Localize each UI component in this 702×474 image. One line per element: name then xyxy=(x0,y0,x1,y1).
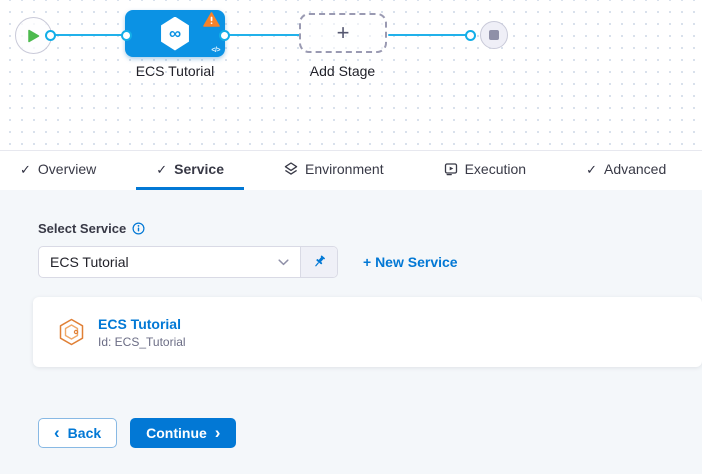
add-stage-label: Add Stage xyxy=(309,63,376,79)
service-select[interactable]: ECS Tutorial xyxy=(39,247,300,277)
service-card-text: ECS Tutorial Id: ECS_Tutorial xyxy=(98,316,186,349)
port-start-out[interactable] xyxy=(44,29,56,41)
new-service-link[interactable]: + New Service xyxy=(363,254,458,270)
tab-label: Advanced xyxy=(603,161,667,177)
tab-overview[interactable]: ✓ Overview xyxy=(0,151,116,190)
warning-icon[interactable] xyxy=(203,12,220,32)
port-stage-in[interactable] xyxy=(120,29,132,41)
stop-icon xyxy=(489,30,499,40)
info-icon[interactable] xyxy=(132,222,145,235)
port-end-in[interactable] xyxy=(464,29,476,41)
select-service-row: ECS Tutorial + New Service xyxy=(38,246,458,278)
pipeline-edge xyxy=(50,33,127,36)
check-icon: ✓ xyxy=(156,161,168,177)
check-icon: ✓ xyxy=(586,161,597,177)
footer-buttons: ‹ Back Continue › xyxy=(38,418,237,448)
add-stage-button[interactable]: + xyxy=(299,13,387,53)
service-card[interactable]: ECS Tutorial Id: ECS_Tutorial xyxy=(33,297,702,367)
code-icon[interactable]: </> xyxy=(211,47,220,54)
service-select-group: ECS Tutorial xyxy=(38,246,338,278)
chevron-left-icon: ‹ xyxy=(54,422,60,442)
execution-play-icon xyxy=(444,163,457,176)
tab-label: Overview xyxy=(37,161,97,177)
back-button[interactable]: ‹ Back xyxy=(38,418,118,448)
service-card-title: ECS Tutorial xyxy=(98,315,181,332)
service-card-id: Id: ECS_Tutorial xyxy=(98,334,186,349)
select-service-label: Select Service xyxy=(38,221,145,236)
continue-button-label: Continue xyxy=(146,425,207,441)
stage-tabbar: ✓ Overview ✓ Service Environment Executi… xyxy=(0,150,702,190)
pipeline-edge xyxy=(388,33,471,36)
tab-advanced[interactable]: ✓ Advanced xyxy=(566,151,686,190)
tab-label: Environment xyxy=(305,161,384,177)
back-button-label: Back xyxy=(67,425,102,441)
service-panel: Select Service ECS Tutorial xyxy=(0,190,702,474)
play-icon xyxy=(28,29,40,42)
port-stage-out[interactable] xyxy=(218,29,230,41)
check-icon: ✓ xyxy=(20,161,31,177)
pipeline-end-node[interactable] xyxy=(480,21,508,49)
tab-environment[interactable]: Environment xyxy=(264,151,404,190)
stage-node-ecs-tutorial[interactable]: ∞ </> xyxy=(125,10,225,57)
chevron-right-icon: › xyxy=(214,422,221,442)
stage-label: ECS Tutorial xyxy=(135,63,215,79)
pipeline-edge xyxy=(224,33,301,36)
environment-layers-icon xyxy=(284,162,298,175)
tab-service[interactable]: ✓ Service xyxy=(136,151,244,190)
chevron-down-icon xyxy=(278,258,289,265)
service-hexagon-icon xyxy=(59,318,84,346)
continue-button[interactable]: Continue › xyxy=(130,418,237,448)
tab-label: Service xyxy=(174,161,224,177)
tab-execution[interactable]: Execution xyxy=(424,151,546,190)
pin-icon xyxy=(315,255,325,267)
service-select-value: ECS Tutorial xyxy=(50,254,129,270)
select-service-label-text: Select Service xyxy=(38,221,127,236)
pin-service-button[interactable] xyxy=(300,247,337,277)
tab-label: Execution xyxy=(464,161,527,177)
pipeline-canvas: ∞ </> + ECS Tutorial Add Stage xyxy=(0,0,702,150)
cd-hexagon-icon: ∞ xyxy=(161,16,189,51)
